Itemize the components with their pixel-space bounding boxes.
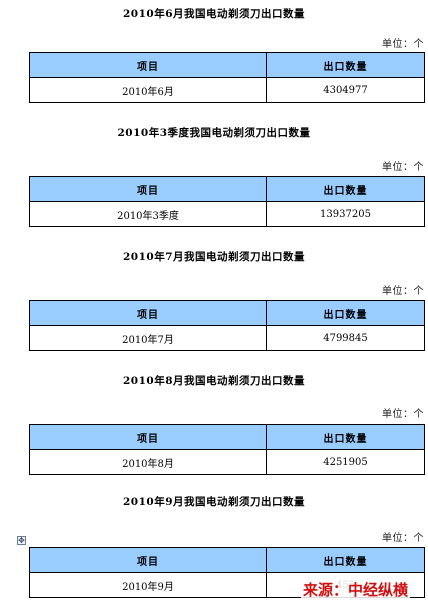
source-watermark: 来源：中经纵横 bbox=[300, 579, 410, 600]
cell-item: 2010年8月 bbox=[29, 449, 267, 475]
table-title: 2010年9月我国电动剃须刀出口数量 bbox=[122, 496, 306, 508]
table-title: 2010年8月我国电动剃须刀出口数量 bbox=[122, 375, 306, 387]
header-quantity: 出口数量 bbox=[266, 176, 425, 202]
unit-label: 单位：个 bbox=[382, 409, 424, 420]
header-item: 项目 bbox=[29, 176, 267, 202]
table-title: 2010年7月我国电动剃须刀出口数量 bbox=[122, 251, 306, 263]
cell-quantity: 4251905 bbox=[266, 449, 425, 475]
export-table: 项目 出口数量 2010年8月 4251905 bbox=[29, 424, 425, 475]
header-item: 项目 bbox=[29, 300, 267, 326]
table-title: 2010年6月我国电动剃须刀出口数量 bbox=[122, 8, 306, 20]
table-title: 2010年3季度我国电动剃须刀出口数量 bbox=[117, 127, 311, 139]
header-quantity: 出口数量 bbox=[266, 52, 425, 78]
unit-label: 单位：个 bbox=[382, 39, 424, 50]
cell-item: 2010年3季度 bbox=[29, 201, 267, 227]
unit-label: 单位：个 bbox=[382, 162, 424, 173]
cell-item: 2010年9月 bbox=[29, 572, 267, 598]
header-item: 项目 bbox=[29, 424, 267, 450]
header-item: 项目 bbox=[29, 547, 267, 573]
header-quantity: 出口数量 bbox=[266, 424, 425, 450]
header-item: 项目 bbox=[29, 52, 267, 78]
export-table: 项目 出口数量 2010年7月 4799845 bbox=[29, 300, 425, 351]
move-handle-icon[interactable]: ✥ bbox=[17, 536, 26, 545]
export-table: 项目 出口数量 2010年3季度 13937205 bbox=[29, 176, 425, 227]
unit-label: 单位：个 bbox=[382, 286, 424, 297]
cell-item: 2010年7月 bbox=[29, 325, 267, 351]
cell-item: 2010年6月 bbox=[29, 77, 267, 103]
header-quantity: 出口数量 bbox=[266, 547, 425, 573]
export-table: 项目 出口数量 2010年6月 4304977 bbox=[29, 52, 425, 103]
unit-label: 单位：个 bbox=[382, 533, 424, 544]
cell-quantity: 4304977 bbox=[266, 77, 425, 103]
cell-quantity: 4799845 bbox=[266, 325, 425, 351]
header-quantity: 出口数量 bbox=[266, 300, 425, 326]
cell-quantity: 13937205 bbox=[266, 201, 425, 227]
